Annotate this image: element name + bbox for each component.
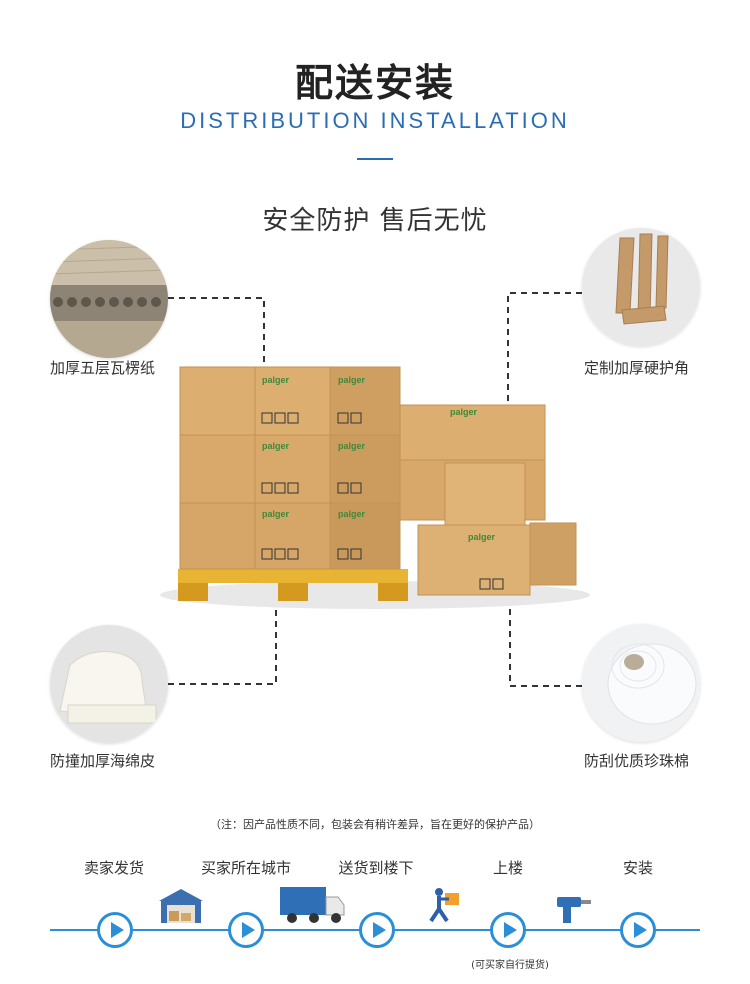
pickup-note: (可买家自行提货) (471, 960, 549, 971)
material-thumb-sponge (50, 625, 168, 743)
page-subtitle: DISTRIBUTION INSTALLATION (180, 108, 570, 133)
step-marker-5[interactable] (620, 912, 656, 948)
box-brand-label: palger (262, 441, 290, 451)
step-label-install: 安装 (622, 859, 653, 877)
step-label-buyer-city: 买家所在城市 (200, 859, 291, 877)
box-brand-label: palger (468, 532, 496, 542)
step-marker-1[interactable] (97, 912, 133, 948)
cardboard-boxes-illustration: palger palger palger palger palger palge… (160, 366, 590, 609)
step-label-deliver-downstairs: 送货到楼下 (338, 859, 414, 877)
corner-protector-icon (582, 228, 700, 346)
material-label-corrugated: 加厚五层瓦楞纸 (50, 359, 156, 377)
box-brand-label: palger (338, 509, 366, 519)
step-label-seller-ship: 卖家发货 (83, 859, 144, 877)
step-marker-3[interactable] (359, 912, 395, 948)
sponge-icon (50, 625, 168, 743)
material-label-sponge: 防撞加厚海绵皮 (50, 752, 156, 770)
title-divider (357, 158, 393, 160)
packaging-note: （注：因产品性质不同，包装会有稍许差异，旨在更好的保护产品） (210, 818, 540, 831)
drill-icon (557, 897, 591, 923)
warehouse-icon (159, 889, 203, 923)
material-thumb-corrugated (50, 240, 168, 358)
tagline: 安全防护 售后无忧 (262, 206, 488, 236)
material-label-pearl-cotton: 防刮优质珍珠棉 (584, 752, 690, 770)
box-brand-label: palger (262, 509, 290, 519)
truck-icon (280, 887, 345, 923)
box-brand-label: palger (338, 375, 366, 385)
material-label-corner: 定制加厚硬护角 (584, 359, 690, 377)
step-marker-4[interactable] (490, 912, 526, 948)
step-marker-2[interactable] (228, 912, 264, 948)
material-thumb-corner (582, 228, 700, 346)
box-brand-label: palger (338, 441, 366, 451)
box-brand-label: palger (262, 375, 290, 385)
material-thumb-pearl-cotton (582, 624, 700, 742)
step-label-upstairs: 上楼 (492, 859, 523, 877)
pearl-cotton-icon (582, 624, 700, 742)
delivery-man-icon (429, 888, 459, 923)
box-brand-label: palger (450, 407, 478, 417)
corrugated-paper-icon (50, 240, 168, 358)
page-title: 配送安装 (294, 61, 455, 105)
